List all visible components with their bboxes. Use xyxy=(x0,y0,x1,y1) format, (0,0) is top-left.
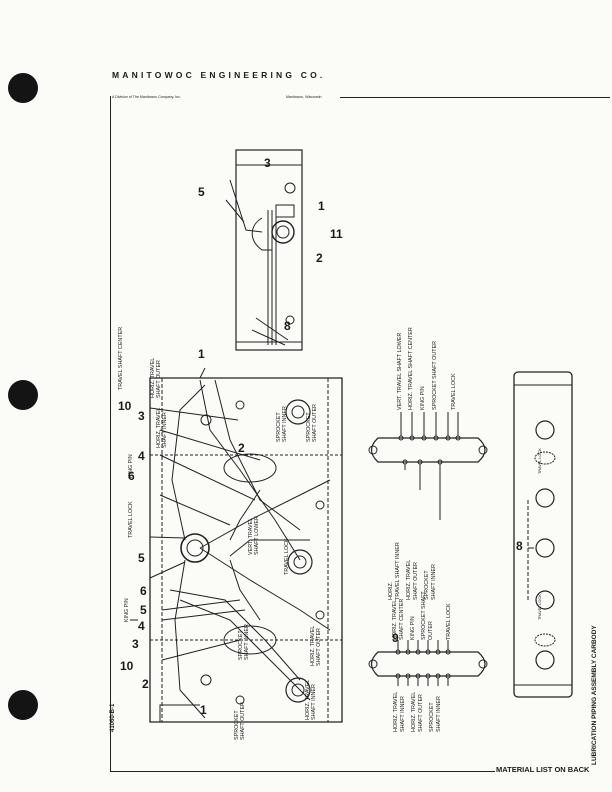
manifold-center-label-2: SHAFT CENTER xyxy=(399,598,405,640)
callout-8-right: 8 xyxy=(516,539,523,553)
callout-6-top: 6 xyxy=(128,469,135,483)
callout-11-inset: 11 xyxy=(330,227,343,241)
label-sprocket-shaft-outer-top: SPROCKET SHAFT OUTER xyxy=(306,404,319,442)
manifold-mid-label-1: HORIZ. xyxy=(388,581,394,600)
callout-1-bottom: 1 xyxy=(200,703,207,717)
label-king-pin-left: KING PIN xyxy=(124,598,130,622)
binder-hole-top xyxy=(8,73,38,103)
callout-4-mid: 4 xyxy=(138,449,145,463)
callout-10-top: 10 xyxy=(118,399,132,413)
manifold-left-label-6: SHAFT INNER xyxy=(436,696,442,732)
binder-hole-bottom xyxy=(8,690,38,720)
manifold-right-label-2: HORIZ. TRAVEL SHAFT CENTER xyxy=(408,327,414,410)
main-carbody-view xyxy=(130,367,343,723)
manifold-right-label-3: KING PIN xyxy=(420,386,426,410)
callout-2-bottom: 2 xyxy=(142,677,149,691)
callout-3-top: 3 xyxy=(138,409,145,423)
callout-1-inset: 1 xyxy=(318,199,325,213)
carbody-side-view xyxy=(513,371,573,698)
manifold-mid-label-3: HORIZ. TRAVEL xyxy=(406,559,412,600)
callout-5: 5 xyxy=(140,603,147,617)
callout-5-mid: 5 xyxy=(138,551,145,565)
manifold-right-label-4: SPROCKET SHAFT OUTER xyxy=(432,341,438,410)
manifold-center-label-3: KING PIN xyxy=(410,616,416,640)
material-list-note: MATERIAL LIST ON BACK xyxy=(496,765,590,774)
header-rule xyxy=(340,97,610,98)
manifold-right-label-5: TRAVEL LOCK xyxy=(451,373,457,410)
callout-5-inset: 5 xyxy=(198,185,205,199)
label-travel-lock: TRAVEL LOCK xyxy=(128,501,134,538)
manifold-mid-label-6: SHAFT INNER xyxy=(431,564,437,600)
label-horiz-travel-shaft-inner-bottom: HORIZ. TRAVEL SHAFT INNER xyxy=(305,679,318,720)
label-horiz-travel-shaft-inner: HORIZ. TRAVEL SHAFT INNER xyxy=(156,407,169,448)
carbody-mark-travel-lock-2: TRAVEL LOCK xyxy=(538,594,542,620)
company-name: MANITOWOC ENGINEERING CO. xyxy=(112,70,326,80)
callout-6-left: 6 xyxy=(140,584,147,598)
callout-3: 3 xyxy=(132,637,139,651)
callout-4: 4 xyxy=(138,619,145,633)
callout-10-left: 10 xyxy=(120,659,134,673)
label-horiz-travel-shaft-outer-bottom: HORIZ. TRAVEL SHAFT OUTER xyxy=(310,625,323,666)
callout-9: 9 xyxy=(392,631,399,645)
inset-view xyxy=(225,149,303,351)
binder-hole-middle xyxy=(8,380,38,410)
manifold-left-label-2: SHAFT INNER xyxy=(400,696,406,732)
manifold-right-label-1: VERT. TRAVEL SHAFT LOWER xyxy=(397,332,403,410)
callout-3-inset: 3 xyxy=(264,156,271,170)
callout-8-inset: 8 xyxy=(284,319,291,333)
frame-bottom-border xyxy=(110,771,495,772)
manifold-block-right xyxy=(368,412,488,520)
manifold-left-label-4: SHAFT OUTER xyxy=(418,694,424,732)
manifold-center-label-4: SPROCKET SHAFT xyxy=(421,591,427,640)
manifold-left-label-3: HORIZ. TRAVEL xyxy=(411,691,417,732)
manifold-left-label-5: SPROCKET xyxy=(429,702,435,732)
frame-left-border xyxy=(110,96,111,772)
label-sprocket-shaft-outer-bottom: SPROCKET SHAFT OUTER xyxy=(234,702,247,740)
location-line: Manitowoc, Wisconsin xyxy=(286,95,322,99)
manifold-left-label-1: HORIZ. TRAVEL xyxy=(393,691,399,732)
label-sprocket-shaft-inner-bottom: SPROCKET SHAFT INNER xyxy=(238,624,251,660)
manifold-mid-label-2: TRAVEL SHAFT INNER xyxy=(395,542,401,600)
manifold-center-label-6: TRAVEL LOCK xyxy=(446,603,452,640)
manifold-mid-label-4: SHAFT OUTER xyxy=(413,562,419,600)
label-travel-shaft-center: TRAVEL SHAFT CENTER xyxy=(118,326,124,390)
label-horiz-travel-shaft-outer: HORIZ. TRAVEL SHAFT OUTER xyxy=(150,357,163,398)
manifold-block-left xyxy=(368,640,488,686)
label-travel-lock-mid: TRAVEL LOCK xyxy=(284,538,290,575)
label-vert-travel-shaft-lower: VERT. TRAVEL SHAFT LOWER xyxy=(248,516,261,555)
division-line: A Division of The Manitowoc Company, Inc… xyxy=(112,95,181,99)
callout-2-inset: 2 xyxy=(316,251,323,265)
callout-2-mid: 2 xyxy=(238,441,245,455)
manifold-center-label-5: OUTER xyxy=(428,621,434,640)
label-sprocket-shaft-inner-top: SPROCKET SHAFT INNER xyxy=(276,406,289,442)
carbody-mark-travel-lock-1: TRAVEL LOCK xyxy=(538,448,542,474)
callout-1-top: 1 xyxy=(198,347,205,361)
